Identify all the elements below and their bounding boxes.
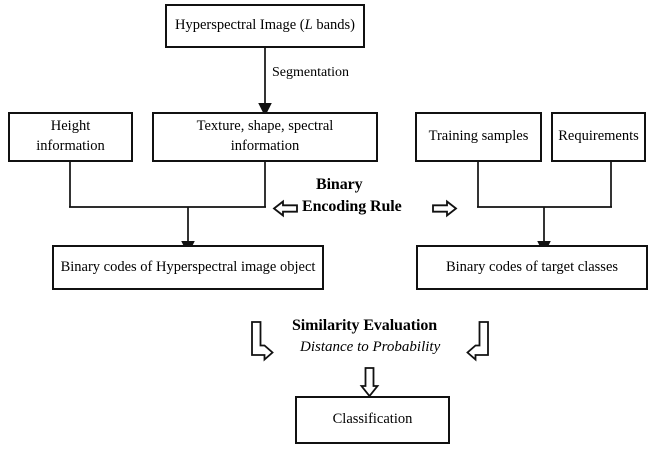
process-label-similarity-evaluation: Similarity Evaluation <box>292 317 438 334</box>
node-requirements-label: Requirements <box>558 128 639 145</box>
elbow-arrow-right-icon <box>251 321 274 362</box>
node-training-samples-label: Training samples <box>428 128 529 145</box>
node-binary-codes-target-classes-label: Binary codes of target classes <box>445 258 619 275</box>
node-height-information[interactable]: Height information <box>8 112 133 162</box>
node-binary-codes-target-classes[interactable]: Binary codes of target classes <box>416 245 648 290</box>
arrow-right-hollow-icon <box>432 199 458 218</box>
node-hyperspectral-image[interactable]: Hyperspectral Image (L bands) <box>165 4 365 48</box>
node-height-information-label: Height information <box>36 118 105 154</box>
node-training-samples[interactable]: Training samples <box>415 112 542 162</box>
node-classification-label: Classification <box>332 411 413 428</box>
node-binary-codes-image-object-label: Binary codes of Hyperspectral image obje… <box>60 258 316 275</box>
process-label-distance-to-probability: Distance to Probability <box>300 339 441 355</box>
arrow-left-hollow-icon <box>272 199 298 218</box>
elbow-arrow-left-icon <box>466 321 489 362</box>
arrow-down-hollow-icon <box>359 367 380 398</box>
node-hyperspectral-image-label: Hyperspectral Image (L bands) <box>174 17 355 34</box>
node-requirements[interactable]: Requirements <box>551 112 646 162</box>
band-count-symbol: L <box>304 17 313 34</box>
node-texture-shape-spectral[interactable]: Texture, shape, spectral information <box>152 112 378 162</box>
node-binary-codes-image-object[interactable]: Binary codes of Hyperspectral image obje… <box>52 245 324 290</box>
process-label-binary-encoding-line1: Binary <box>316 176 363 193</box>
process-label-binary-encoding-line2: Encoding Rule <box>302 198 402 215</box>
node-texture-shape-spectral-label: Texture, shape, spectral information <box>196 118 334 154</box>
edge-label-segmentation: Segmentation <box>272 65 349 80</box>
node-classification[interactable]: Classification <box>295 396 450 444</box>
